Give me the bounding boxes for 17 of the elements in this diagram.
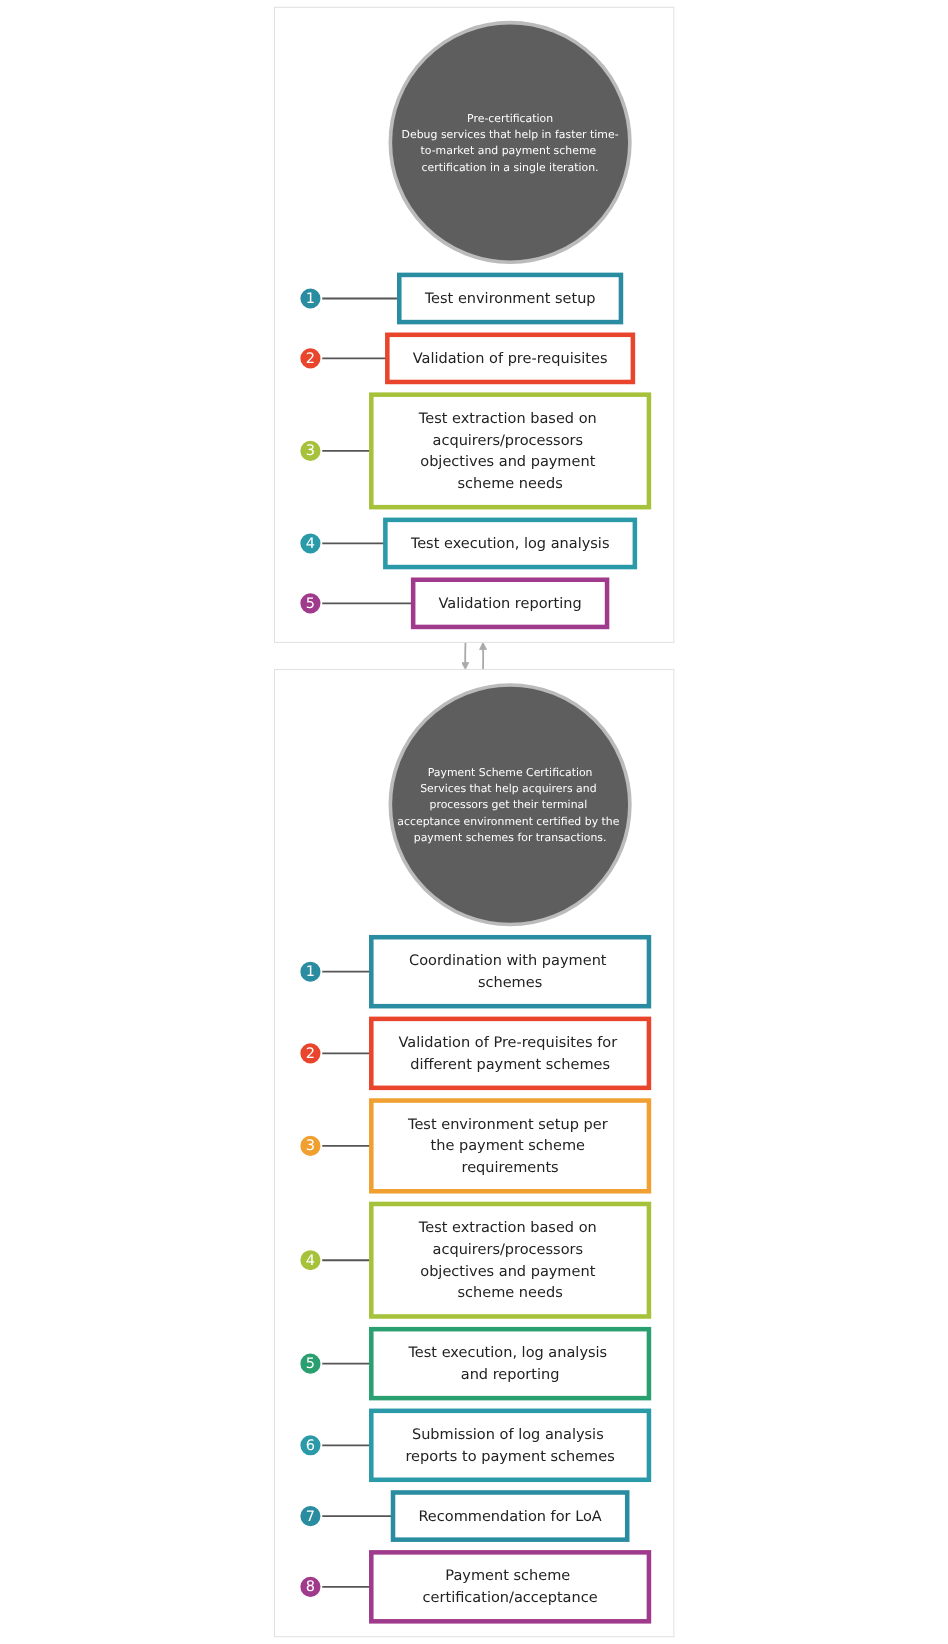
connector [320,602,414,605]
connector [320,542,387,545]
connector [320,1515,394,1517]
connector [320,970,372,973]
cluster [273,6,675,643]
connector [320,1444,372,1447]
arrow [461,641,470,670]
connector [320,1585,372,1588]
cluster [273,669,675,1638]
arrow [478,642,487,671]
connector [320,1362,372,1365]
connector [320,1145,372,1147]
connector [320,357,389,360]
connector [320,297,400,300]
connector [320,450,372,452]
connector [320,1052,372,1055]
connector [320,1259,372,1262]
